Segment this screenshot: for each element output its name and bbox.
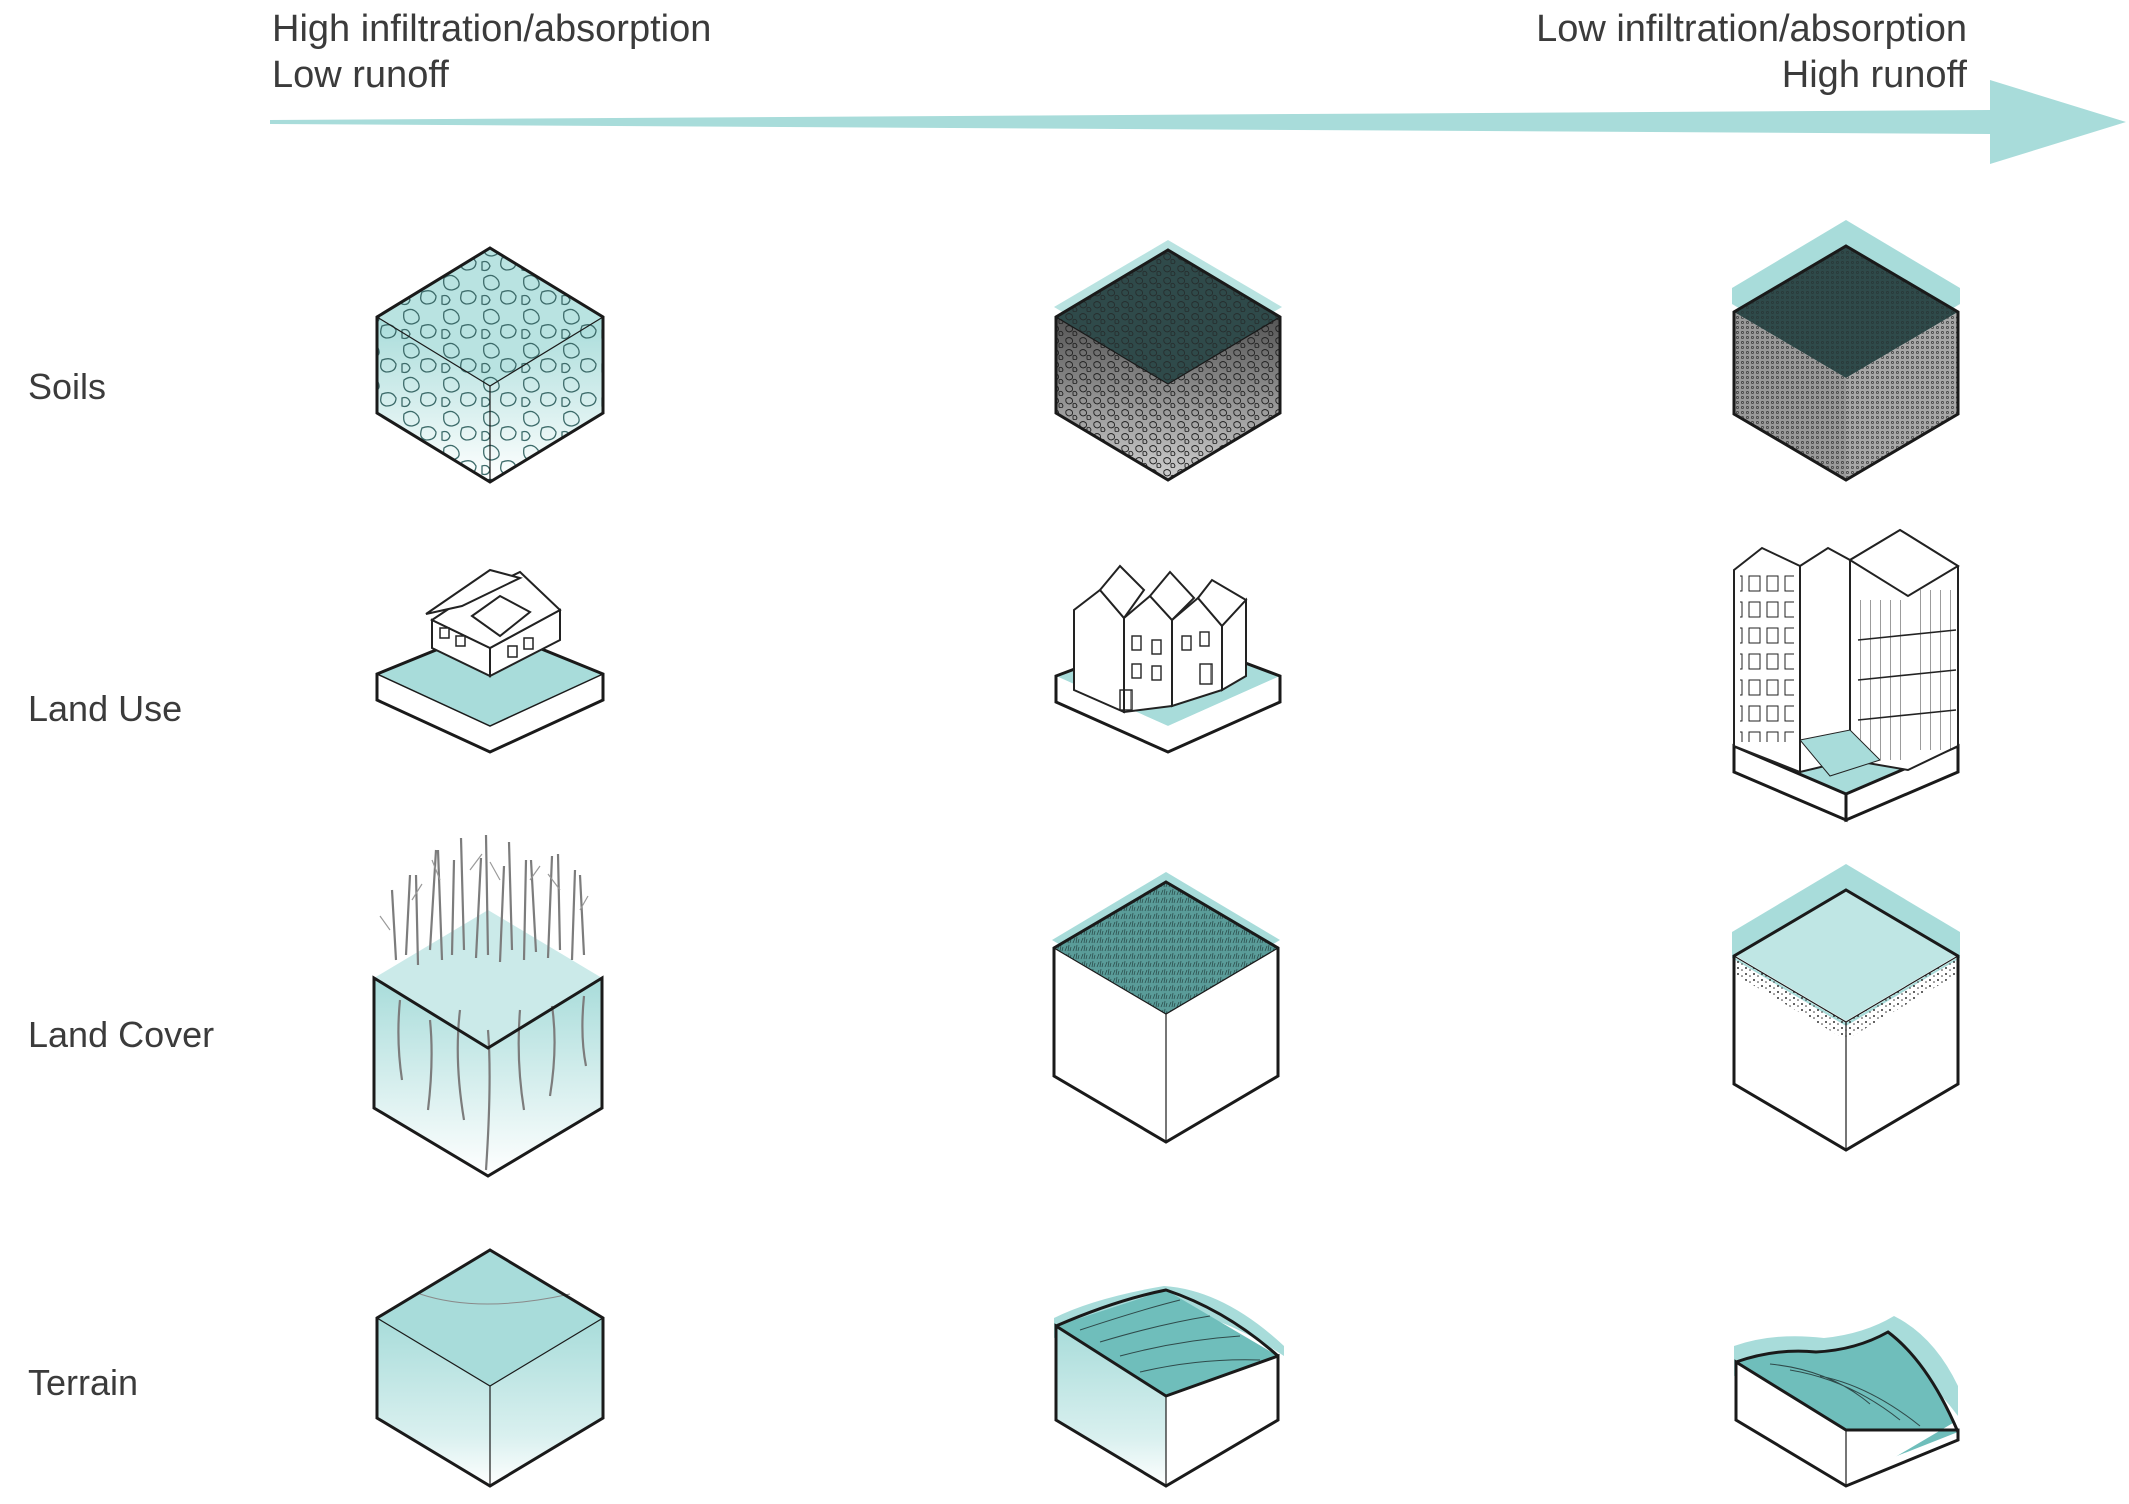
gradient-arrow bbox=[270, 80, 2126, 164]
house-icon bbox=[375, 568, 605, 754]
soil-fine-block bbox=[1732, 220, 1960, 482]
apartment-block-icon bbox=[1732, 528, 1960, 823]
row-label-terrain: Terrain bbox=[28, 1362, 139, 1403]
flat-terrain-block bbox=[375, 1248, 605, 1488]
row-label-soils: Soils bbox=[28, 366, 107, 407]
header-high-infiltration: High infiltration/absorption Low runoff bbox=[272, 6, 711, 98]
soil-coarse-block bbox=[375, 246, 605, 484]
header-left-line2: Low runoff bbox=[272, 54, 449, 96]
header-right-line1: Low infiltration/absorption bbox=[1536, 8, 1967, 50]
soil-medium-block bbox=[1054, 240, 1282, 482]
header-right-line2: High runoff bbox=[1781, 54, 1967, 96]
sloped-terrain-block bbox=[1054, 1286, 1284, 1488]
row-label-land-use: Land Use bbox=[28, 688, 183, 729]
row-label-land-cover: Land Cover bbox=[28, 1014, 215, 1055]
header-left-line1: High infiltration/absorption bbox=[272, 8, 712, 50]
pavement-block bbox=[1732, 864, 1960, 1152]
lawn-block bbox=[1052, 872, 1280, 1144]
gradient-arrow-shape bbox=[270, 80, 2126, 164]
header-low-infiltration: Low infiltration/absorption High runoff bbox=[1536, 6, 1967, 98]
tall-grass-block bbox=[372, 834, 604, 1178]
townhouse-icon bbox=[1054, 564, 1282, 754]
steep-terrain-block bbox=[1734, 1316, 1960, 1488]
